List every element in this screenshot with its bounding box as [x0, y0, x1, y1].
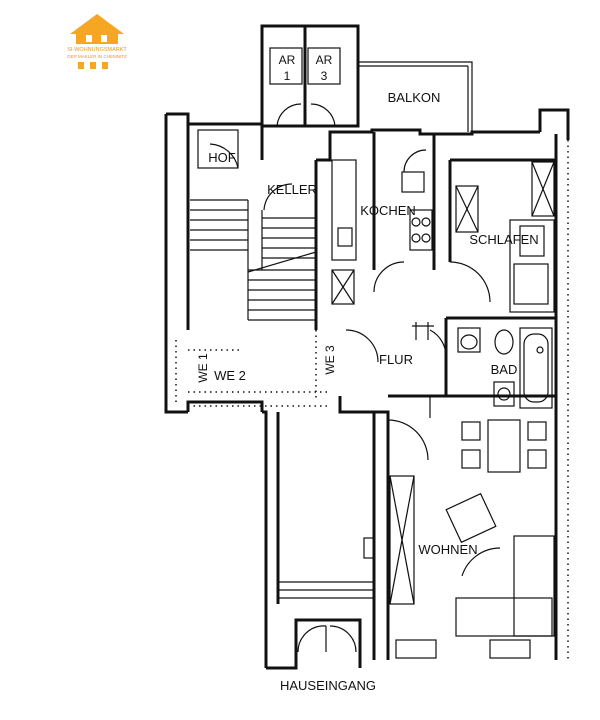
bedroom [449, 161, 555, 313]
kitchen [331, 149, 433, 305]
bathroom [457, 327, 553, 409]
room-label-kochen: KOCHEN [360, 203, 416, 218]
logo-subtitle: DER MAKLER IN CHEMNITZ [67, 54, 127, 59]
logo-title: SI-WOHNUNGSMARKT [67, 47, 127, 53]
stairwell [164, 112, 330, 414]
logo-roof [70, 14, 124, 34]
room-label-bad: BAD [491, 362, 518, 377]
balcony [358, 61, 473, 132]
entrance-corridor [186, 400, 376, 670]
room-label-balkon: BALKON [388, 90, 441, 105]
room-label-ar3-number: 3 [321, 69, 328, 83]
room-label-ar1: AR [279, 53, 296, 67]
living-room [387, 419, 555, 659]
room-label-schlafen: SCHLAFEN [469, 232, 538, 247]
room-label-hauseingang: HAUSEINGANG [280, 678, 376, 693]
apartment-walls [314, 108, 570, 660]
room-label-we3: WE 3 [323, 345, 337, 375]
logo-house [76, 33, 118, 44]
company-logo: SI-WOHNUNGSMARKT DER MAKLER IN CHEMNITZ [67, 14, 127, 69]
room-label-we1: WE 1 [196, 353, 210, 383]
storage-rooms [260, 24, 360, 128]
room-label-ar1-number: 1 [284, 69, 291, 83]
room-label-we2: WE 2 [214, 368, 246, 383]
room-label-wohnen: WOHNEN [418, 542, 477, 557]
room-label-hof: HOF [208, 150, 236, 165]
room-label-keller: KELLER [267, 182, 317, 197]
hallway [345, 322, 447, 363]
room-label-ar3: AR [316, 53, 333, 67]
room-label-flur: FLUR [379, 352, 413, 367]
